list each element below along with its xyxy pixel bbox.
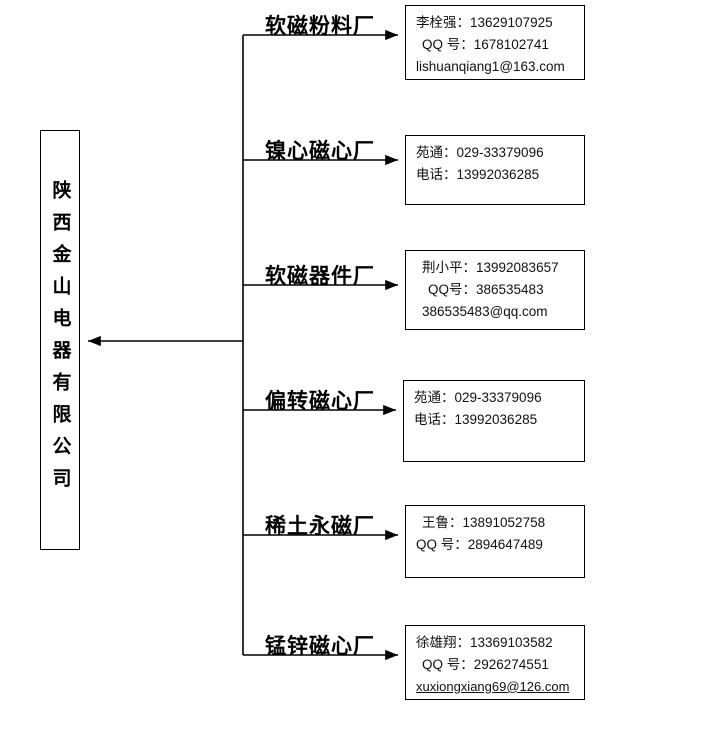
contact-tel-4: 电话：13992036285 — [414, 411, 538, 427]
contact-qq-1: QQ 号：1678102741 — [422, 36, 549, 52]
root-company-box: 陕西金山电器有限公司 — [40, 130, 80, 550]
contact-email-3: 386535483@qq.com — [422, 303, 548, 319]
branch-label-4: 偏转磁心厂 — [265, 389, 375, 413]
contact-name-phone-6: 徐雄翔：13369103582 — [416, 635, 553, 650]
contact-email-1: lishuanqiang1@163.com — [416, 58, 565, 74]
contact-box-2: 苑通：029-33379096 电话：13992036285 — [405, 135, 585, 205]
branch-label-1: 软磁粉料厂 — [265, 14, 375, 38]
contact-box-6: 徐雄翔：13369103582 QQ 号：2926274551 xuxiongx… — [405, 625, 585, 700]
contact-name-phone-3: 荆小平：13992083657 — [422, 260, 559, 275]
contact-box-3: 荆小平：13992083657 QQ号：386535483 386535483@… — [405, 250, 585, 330]
branch-label-6: 锰锌磁心厂 — [265, 634, 375, 658]
contact-name-phone-5: 王鲁：13891052758 — [422, 515, 546, 530]
branch-label-3: 软磁器件厂 — [265, 264, 375, 288]
contact-box-1: 李栓强：13629107925 QQ 号：1678102741 lishuanq… — [405, 5, 585, 80]
contact-name-phone-2: 苑通：029-33379096 — [416, 145, 544, 160]
branch-label-5: 稀土永磁厂 — [265, 514, 375, 538]
contact-qq-3: QQ号：386535483 — [428, 281, 544, 297]
contact-qq-5: QQ 号：2894647489 — [416, 536, 543, 552]
root-company-label: 陕西金山电器有限公司 — [49, 180, 71, 500]
contact-box-4: 苑通：029-33379096 电话：13992036285 — [403, 380, 585, 462]
contact-qq-6: QQ 号：2926274551 — [422, 656, 549, 672]
contact-name-phone-1: 李栓强：13629107925 — [416, 15, 553, 30]
contact-tel-2: 电话：13992036285 — [416, 166, 540, 182]
contact-box-5: 王鲁：13891052758 QQ 号：2894647489 — [405, 505, 585, 578]
branch-label-2: 镍心磁心厂 — [265, 139, 375, 163]
contact-email-6: xuxiongxiang69@126.com — [416, 678, 570, 694]
contact-name-phone-4: 苑通：029-33379096 — [414, 390, 542, 405]
